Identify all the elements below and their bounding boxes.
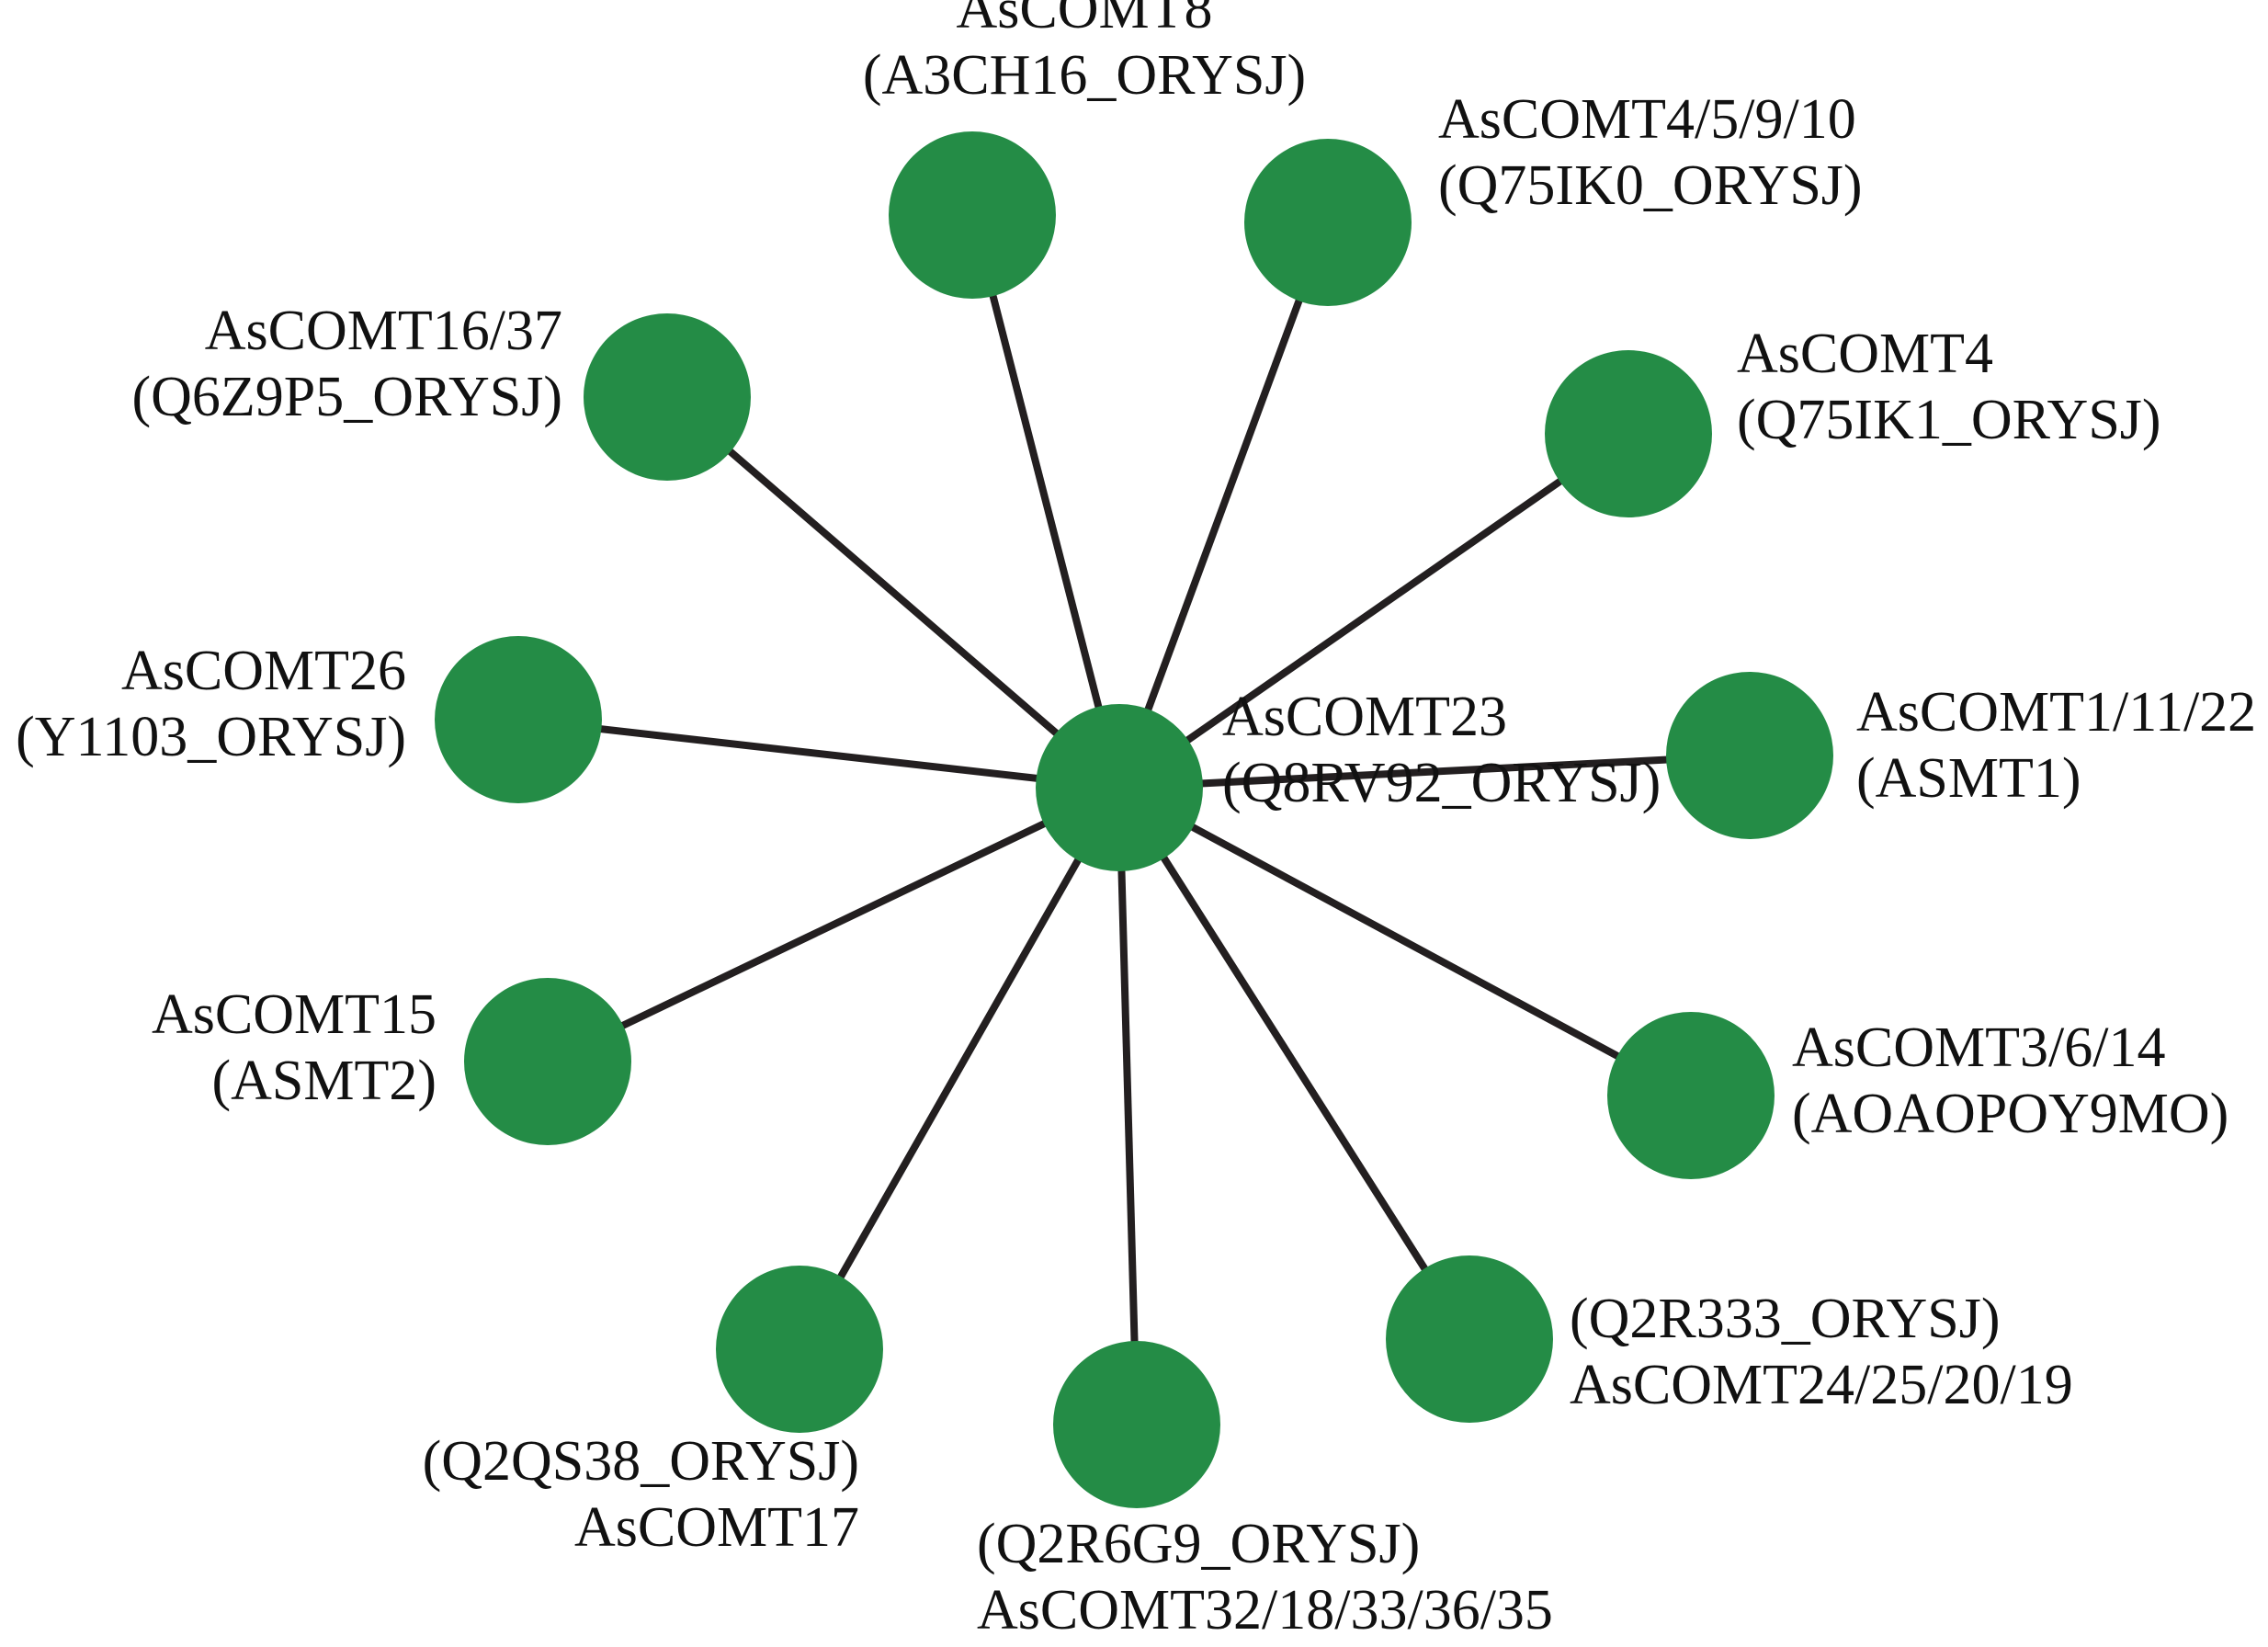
n-ascomt26-label-line-1: AsCOMT26 [121, 640, 406, 702]
n-ascomt17-node[interactable] [716, 1266, 883, 1433]
n-ascomt24-25-20-19-label: (Q2R333_ORYSJ)AsCOMT24/25/20/19 [1570, 1288, 2073, 1416]
n-ascomt26-label-line-2: (Y1103_ORYSJ) [16, 706, 406, 768]
n-ascomt1-11-22-label: AsCOMT1/11/22(ASMT1) [1856, 681, 2256, 810]
n-ascomt16-37-node[interactable] [584, 313, 751, 481]
n-ascomt32-18-33-36-35-label-line-2: AsCOMT32/18/33/36/35 [977, 1579, 1553, 1641]
n-ascomt15-label-line-2: (ASMT2) [211, 1050, 437, 1112]
edge-hub-to-n-ascomt8 [969, 214, 1123, 789]
n-ascomt16-37-label-line-2: (Q6Z9P5_ORYSJ) [131, 366, 562, 428]
n-ascomt17-label: (Q2QS38_ORYSJ)AsCOMT17 [423, 1430, 859, 1559]
edge-hub-to-n-ascomt16-37 [664, 393, 1122, 791]
n-ascomt32-18-33-36-35-node[interactable] [1053, 1341, 1220, 1508]
n-ascomt8-node[interactable] [889, 131, 1056, 299]
edge-hub-to-n-ascomt4 [1117, 430, 1631, 791]
n-ascomt15-label: AsCOMT15(ASMT2) [152, 983, 437, 1112]
n-ascomt4-label-line-2: (Q75IK1_ORYSJ) [1737, 389, 2161, 451]
edge-hub-to-n-ascomt17 [796, 786, 1123, 1351]
edge-hub-to-n-ascomt4-5-9-10 [1116, 221, 1332, 789]
n-ascomt8-label-line-2: (A3CH16_ORYSJ) [863, 44, 1306, 107]
hub-node[interactable] [1036, 704, 1203, 871]
n-ascomt32-18-33-36-35-label-line-1: (Q2R6G9_ORYSJ) [977, 1513, 1420, 1575]
n-ascomt8-label-line-1: AsCOMT8 [956, 0, 1212, 40]
n-ascomt15-node[interactable] [464, 978, 631, 1145]
n-ascomt26-label: AsCOMT26(Y1103_ORYSJ) [16, 640, 406, 768]
n-ascomt3-6-14-label-line-2: (AOAOPOY9MO) [1792, 1083, 2228, 1145]
n-ascomt1-11-22-node[interactable] [1666, 672, 1833, 839]
n-ascomt4-label: AsCOMT4(Q75IK1_ORYSJ) [1737, 323, 2161, 451]
hub-label-line-2: (Q8RV92_ORYSJ) [1222, 752, 1661, 814]
n-ascomt24-25-20-19-node[interactable] [1386, 1255, 1553, 1423]
n-ascomt3-6-14-node[interactable] [1607, 1012, 1775, 1179]
edge-hub-to-n-ascomt15 [546, 784, 1121, 1065]
n-ascomt15-label-line-1: AsCOMT15 [152, 983, 437, 1046]
n-ascomt3-6-14-label: AsCOMT3/6/14(AOAOPOY9MO) [1792, 1017, 2228, 1145]
edge-hub-to-n-ascomt1-11-22 [1118, 752, 1751, 791]
n-ascomt4-5-9-10-label-line-1: AsCOMT4/5/9/10 [1438, 88, 1856, 151]
edge-hub-to-n-ascomt32-18-33-36-35 [1116, 787, 1140, 1426]
n-ascomt4-5-9-10-label-line-2: (Q75IK0_ORYSJ) [1438, 154, 1863, 217]
n-ascomt1-11-22-label-line-2: (ASMT1) [1856, 747, 2081, 810]
n-ascomt32-18-33-36-35-label: (Q2R6G9_ORYSJ)AsCOMT32/18/33/36/35 [977, 1513, 1553, 1641]
edge-hub-to-n-ascomt26 [517, 716, 1120, 791]
n-ascomt1-11-22-label-line-1: AsCOMT1/11/22 [1856, 681, 2256, 744]
n-ascomt16-37-label: AsCOMT16/37(Q6Z9P5_ORYSJ) [131, 300, 562, 428]
n-ascomt4-node[interactable] [1545, 350, 1712, 517]
n-ascomt24-25-20-19-label-line-2: AsCOMT24/25/20/19 [1570, 1354, 2073, 1416]
network-labels: AsCOMT8(A3CH16_ORYSJ)AsCOMT4/5/9/10(Q75I… [16, 0, 2256, 1641]
edge-hub-to-n-ascomt24-25-20-19 [1116, 785, 1473, 1342]
n-ascomt4-label-line-1: AsCOMT4 [1737, 323, 1993, 385]
n-ascomt4-5-9-10-label: AsCOMT4/5/9/10(Q75IK0_ORYSJ) [1438, 88, 1863, 217]
network-nodes [435, 131, 1833, 1508]
n-ascomt4-5-9-10-node[interactable] [1244, 139, 1412, 306]
n-ascomt17-label-line-1: (Q2QS38_ORYSJ) [423, 1430, 859, 1493]
n-ascomt26-node[interactable] [435, 636, 602, 803]
n-ascomt3-6-14-label-line-1: AsCOMT3/6/14 [1792, 1017, 2165, 1079]
network-edges [517, 214, 1751, 1426]
n-ascomt16-37-label-line-1: AsCOMT16/37 [205, 300, 562, 362]
edge-hub-to-n-ascomt3-6-14 [1117, 784, 1693, 1099]
n-ascomt24-25-20-19-label-line-1: (Q2R333_ORYSJ) [1570, 1288, 2001, 1350]
hub-label-line-1: AsCOMT23 [1222, 686, 1507, 748]
n-ascomt8-label: AsCOMT8(A3CH16_ORYSJ) [863, 0, 1306, 107]
hub-label: AsCOMT23(Q8RV92_ORYSJ) [1222, 686, 1661, 814]
n-ascomt17-label-line-2: AsCOMT17 [574, 1496, 859, 1559]
